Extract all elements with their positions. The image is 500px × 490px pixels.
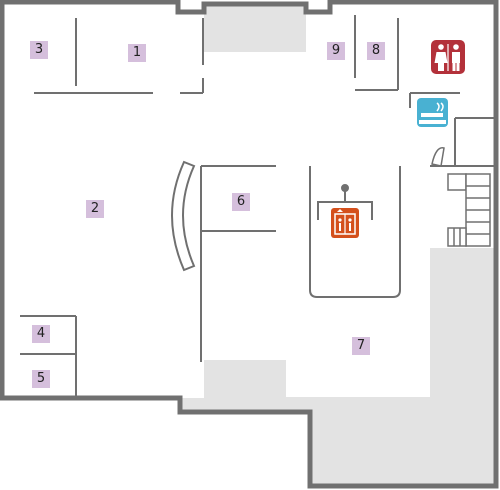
room-label-1: 1 <box>128 44 146 62</box>
room-label-9: 9 <box>327 42 345 60</box>
room-label-6: 6 <box>232 193 250 211</box>
room-label-5: 5 <box>32 370 50 388</box>
blocked-area-top <box>204 4 306 52</box>
room-label-2: 2 <box>86 200 104 218</box>
stairs-icon <box>447 173 491 247</box>
blocked-area-bottom <box>180 248 496 486</box>
room-label-8: 8 <box>367 42 385 60</box>
elevator-hall <box>317 184 373 220</box>
restroom-icon <box>431 40 465 74</box>
room-label-3: 3 <box>30 41 48 59</box>
fixture-icon <box>431 147 445 167</box>
curved-entrance <box>171 160 196 272</box>
smoking-area-icon <box>417 98 448 127</box>
interior-walls <box>20 15 496 396</box>
room-label-7: 7 <box>352 337 370 355</box>
room-label-4: 4 <box>32 325 50 343</box>
elevator-icon <box>331 208 359 238</box>
